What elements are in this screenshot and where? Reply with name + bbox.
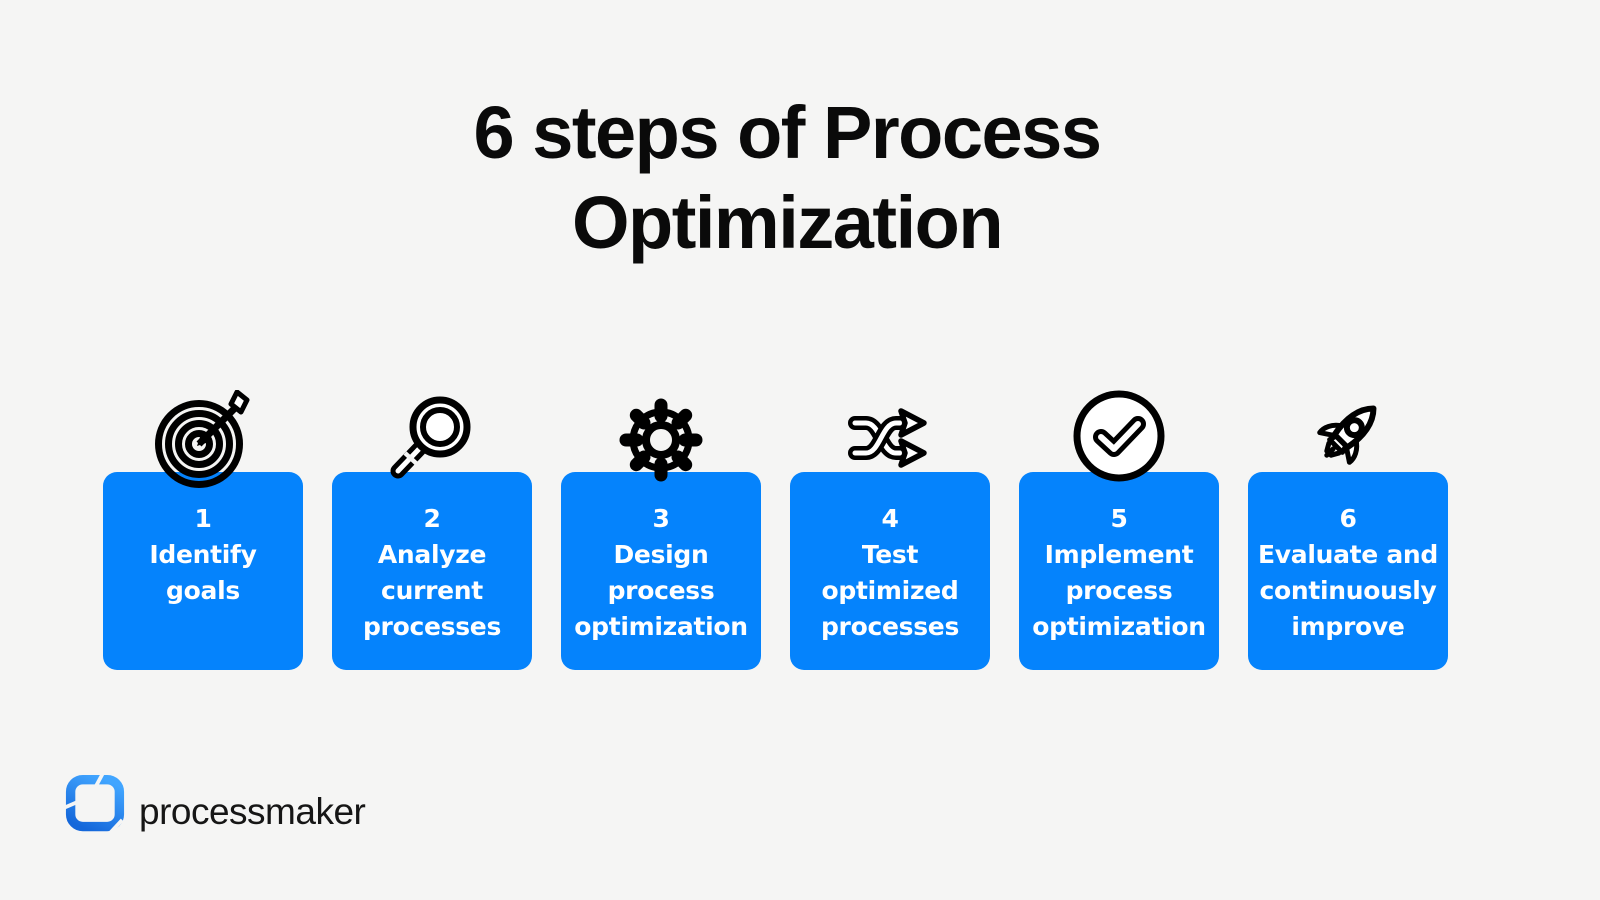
step-label: Analyze current processes: [362, 540, 502, 641]
step-number: 4: [881, 504, 899, 533]
step-number: 2: [423, 504, 441, 533]
check-circle-icon: [1069, 390, 1169, 490]
step-card-4: 4 Test optimized processes: [790, 408, 990, 670]
steps-row: 1 Identify goals 2 Analyze current proce…: [103, 389, 1448, 670]
page-title-line1: 6 steps of Process: [473, 91, 1102, 174]
step-label: Evaluate and continuously improve: [1257, 540, 1439, 641]
step-card-6: 6 Evaluate and continuously improve: [1248, 405, 1448, 670]
step-card-1: 1 Identify goals: [103, 389, 303, 670]
page-title-line2: Optimization: [571, 181, 1004, 264]
step-label: Identify goals: [149, 540, 257, 605]
step-label: Test optimized processes: [820, 540, 960, 641]
step-card-2: 2 Analyze current processes: [332, 396, 532, 670]
page-title: 6 steps of Process Optimization: [0, 88, 1574, 268]
rocket-icon: [1298, 390, 1398, 490]
brand-footer: processmaker: [63, 773, 366, 854]
step-card-3: 3 Design process optimization: [561, 398, 761, 670]
step-number: 6: [1339, 504, 1357, 533]
gear-icon: [611, 390, 711, 490]
magnifier-icon: [382, 390, 482, 490]
step-number: 3: [652, 504, 670, 533]
brand-name: processmaker: [139, 791, 366, 832]
step-number: 5: [1110, 504, 1128, 533]
target-icon: [153, 389, 253, 490]
step-number: 1: [194, 504, 212, 533]
step-card-5: 5 Implement process optimization: [1019, 390, 1219, 670]
step-label: Implement process optimization: [1032, 540, 1206, 641]
step-label: Design process optimization: [574, 540, 748, 641]
processmaker-logo-icon: [63, 773, 126, 854]
shuffle-icon: [840, 390, 940, 490]
